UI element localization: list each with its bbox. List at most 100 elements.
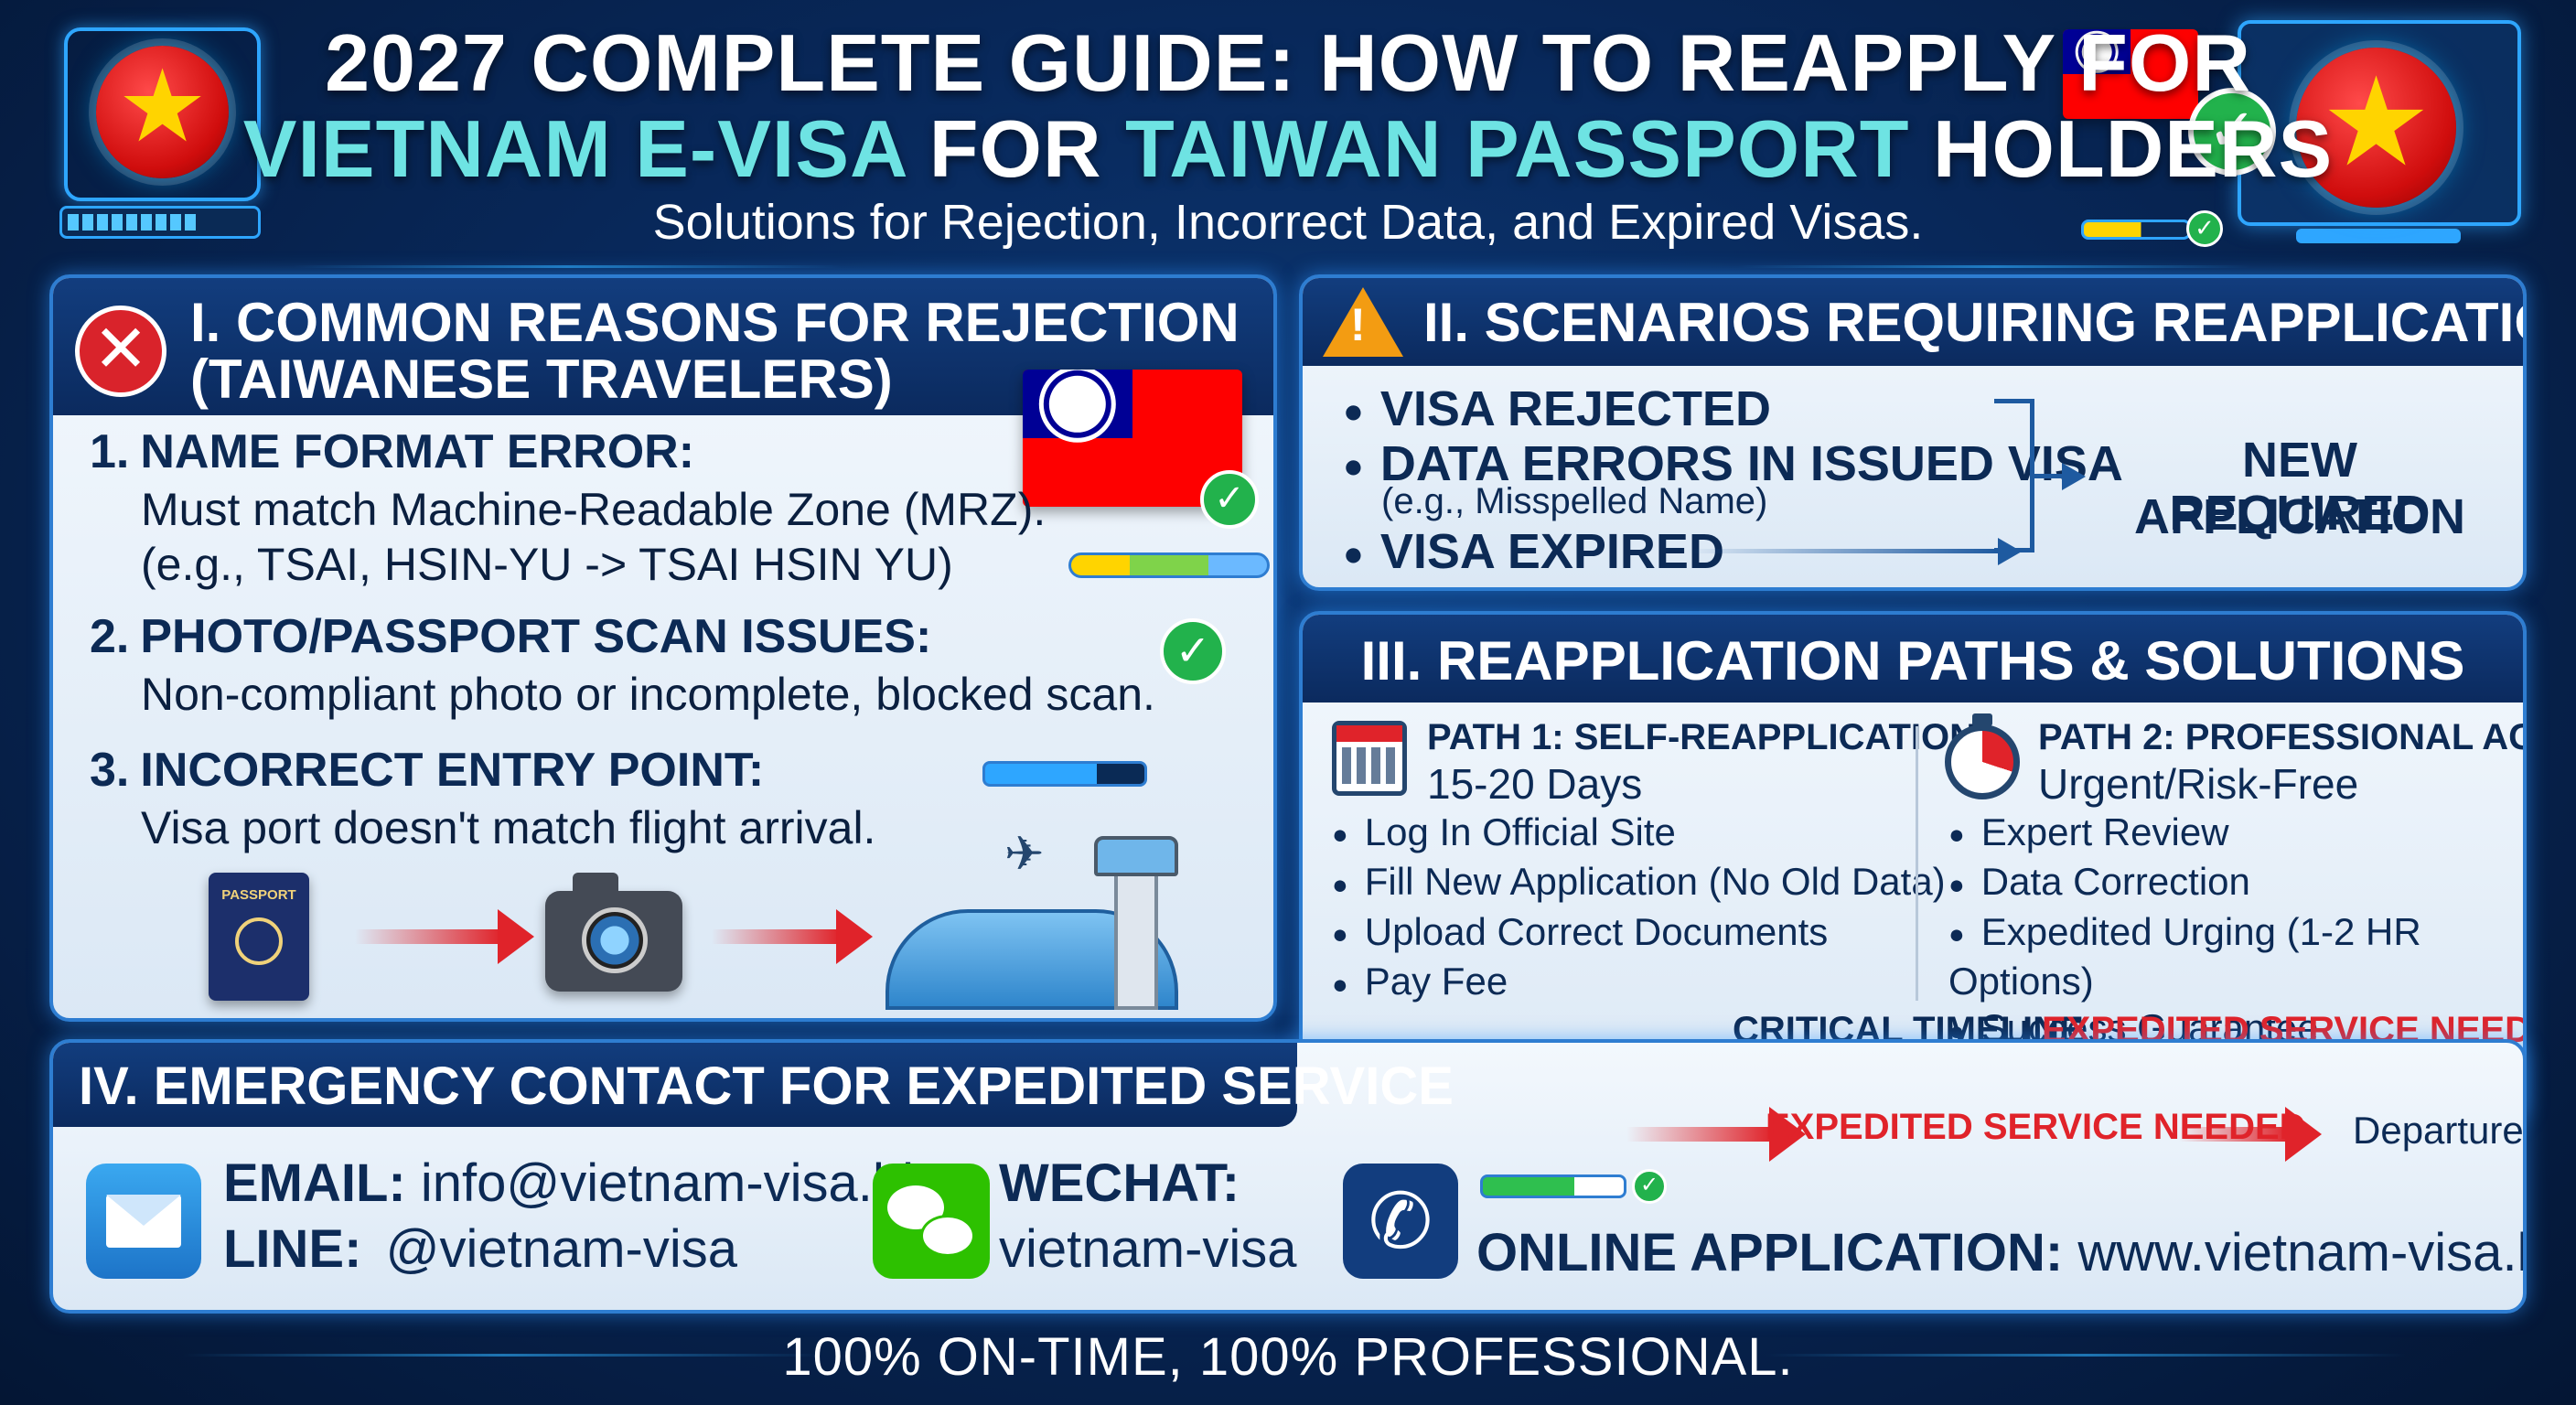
check-icon: ✓ xyxy=(1632,1169,1667,1204)
item-example: (e.g., TSAI, HSIN-YU -> TSAI HSIN YU) xyxy=(141,539,953,590)
vietnam-flag-icon xyxy=(96,46,229,178)
decor-line xyxy=(1738,265,2250,268)
online-row: ONLINE APPLICATION: www.vietnam-visa.hk xyxy=(1476,1222,2527,1283)
online-value[interactable]: www.vietnam-visa.hk xyxy=(2077,1223,2527,1282)
list-item: Log In Official Site xyxy=(1332,809,1946,858)
taiwan-flag-icon xyxy=(2063,29,2198,119)
item-title: NAME FORMAT ERROR: xyxy=(140,425,695,478)
title-holders: HOLDERS xyxy=(1909,103,2334,194)
list-item: Upload Correct Documents xyxy=(1332,908,1946,958)
section-header: IV. EMERGENCY CONTACT FOR EXPEDITED SERV… xyxy=(53,1043,1454,1127)
step-label: Expert Review xyxy=(1980,810,2229,853)
arrow-icon xyxy=(355,909,534,964)
bracket xyxy=(1994,399,2034,552)
list-item: Expedited Urging (1-2 HR Options) xyxy=(1948,908,2523,1004)
email-icon xyxy=(86,1164,201,1279)
title-taiwan-passport: TAIWAN PASSPORT xyxy=(1125,103,1910,194)
path2-title: PATH 2: PROFESSIONAL AGENCY xyxy=(2038,717,2523,757)
path1-title: PATH 1: SELF-REAPPLICATION xyxy=(1427,717,1976,757)
item-title: INCORRECT ENTRY POINT: xyxy=(140,744,765,797)
progress-bar xyxy=(1480,1174,1626,1198)
departure-label: Departure xyxy=(2353,1109,2524,1152)
line-label: LINE: xyxy=(223,1219,362,1279)
item-description: Non-compliant photo or incomplete, block… xyxy=(141,669,1155,720)
list-item: Pay Fee xyxy=(1332,958,1946,1007)
email-row: EMAIL: info@vietnam-visa.hk xyxy=(223,1153,928,1214)
online-label: ONLINE APPLICATION: xyxy=(1476,1223,2064,1282)
section-title: III. REAPPLICATION PATHS & SOLUTIONS xyxy=(1360,630,2465,692)
check-icon: ✓ xyxy=(1160,618,1226,684)
arrow-icon xyxy=(1687,549,1998,553)
divider xyxy=(1916,726,1918,1001)
result-label: NEW APPLICATION xyxy=(2134,433,2465,544)
section-title: I. COMMON REASONS FOR REJECTION xyxy=(190,292,1240,353)
step-label: Pay Fee xyxy=(1364,960,1508,1003)
check-icon: ✓ xyxy=(1200,470,1259,529)
list-item: 2.PHOTO/PASSPORT SCAN ISSUES: Non-compli… xyxy=(90,609,1242,721)
check-icon: ✓ xyxy=(2188,88,2276,176)
camera-icon xyxy=(545,873,682,992)
page-title-line2: VIETNAM E-VISA FOR TAIWAN PASSPORT HOLDE… xyxy=(0,102,2576,196)
list-item: Fill New Application (No Old Data) xyxy=(1332,858,1946,907)
arrow-icon xyxy=(712,909,873,964)
section-reapplication-scenarios: ! II. SCENARIOS REQUIRING REAPPLICATION … xyxy=(1299,274,2527,591)
progress-bar xyxy=(982,761,1147,787)
arrow-icon xyxy=(1626,1107,1806,1162)
section-title-line2: (TAIWANESE TRAVELERS) xyxy=(190,349,893,410)
email-value[interactable]: info@vietnam-visa.hk xyxy=(420,1153,929,1213)
error-icon: ✕ xyxy=(75,306,166,397)
arrow-icon xyxy=(2179,1107,2322,1162)
scenario-label: DATA ERRORS IN ISSUED VISA xyxy=(1379,436,2123,491)
line-value[interactable]: @vietnam-visa xyxy=(385,1219,737,1279)
section-rejection-reasons: ✕ I. COMMON REASONS FOR REJECTION (TAIWA… xyxy=(49,274,1277,1022)
title-vietnam-evisa: VIETNAM E-VISA xyxy=(242,103,907,194)
step-label: Log In Official Site xyxy=(1364,810,1676,853)
list-item: Expert Review xyxy=(1948,809,2523,858)
scenario-item: DATA ERRORS IN ISSUED VISA xyxy=(1343,435,2123,492)
hud-frame xyxy=(64,27,261,201)
decor-line xyxy=(293,265,842,268)
list-item: Data Correction xyxy=(1948,858,2523,907)
scenario-note: (e.g., Misspelled Name) xyxy=(1381,481,1768,521)
item-number: 3. xyxy=(90,744,130,797)
page-title: 2027 COMPLETE GUIDE: HOW TO REAPPLY FOR xyxy=(325,17,2251,108)
monitor-stand xyxy=(2296,229,2461,243)
airport-icon: ✈ xyxy=(886,827,1233,1010)
item-number: 1. xyxy=(90,425,130,478)
list-item: 1.NAME FORMAT ERROR: Must match Machine-… xyxy=(90,424,1046,591)
stopwatch-icon xyxy=(1941,713,2023,801)
passport-label: PASSPORT xyxy=(221,887,296,903)
decor-line xyxy=(183,1354,823,1357)
step-label: Expedited Urging (1-2 HR Options) xyxy=(1948,909,2421,1003)
path1-steps: Log In Official Site Fill New Applicatio… xyxy=(1332,809,1946,1008)
email-label: EMAIL: xyxy=(223,1153,406,1213)
path1-duration: 15-20 Days xyxy=(1427,760,1643,808)
item-description: Visa port doesn't match flight arrival. xyxy=(141,802,876,853)
wechat-value[interactable]: vietnam-visa xyxy=(999,1219,1297,1279)
line-row: LINE: @vietnam-visa xyxy=(223,1218,737,1280)
wechat-icon xyxy=(873,1164,990,1279)
path2-duration: Urgent/Risk-Free xyxy=(2038,760,2359,808)
star-icon: ★ xyxy=(117,50,208,163)
item-title: PHOTO/PASSPORT SCAN ISSUES: xyxy=(140,610,932,663)
taiwan-flag-icon xyxy=(1023,370,1242,507)
wechat-label: WECHAT: xyxy=(999,1153,1240,1213)
star-icon: ★ xyxy=(2320,53,2432,191)
section-header: III. REAPPLICATION PATHS & SOLUTIONS xyxy=(1303,615,2523,702)
decor-line xyxy=(1766,1354,2406,1357)
scenario-item: VISA EXPIRED xyxy=(1343,523,1724,580)
warning-icon xyxy=(1323,287,1403,357)
title-for: FOR xyxy=(906,103,1125,194)
scenario-label: VISA REJECTED xyxy=(1379,381,1771,436)
step-label: Upload Correct Documents xyxy=(1364,909,1829,953)
list-item: 3.INCORRECT ENTRY POINT: Visa port doesn… xyxy=(90,743,1242,854)
result-label-line2: REQUIRED xyxy=(2169,486,2431,541)
section-title: II. SCENARIOS REQUIRING REAPPLICATION xyxy=(1423,292,2527,353)
passport-icon: PASSPORT xyxy=(209,873,309,1001)
step-label: Data Correction xyxy=(1980,860,2250,904)
section-header: ! II. SCENARIOS REQUIRING REAPPLICATION xyxy=(1303,278,2523,366)
phone-icon: ✆ xyxy=(1343,1164,1458,1279)
progress-bar xyxy=(59,206,261,239)
calendar-icon xyxy=(1332,721,1407,796)
item-number: 2. xyxy=(90,610,130,663)
